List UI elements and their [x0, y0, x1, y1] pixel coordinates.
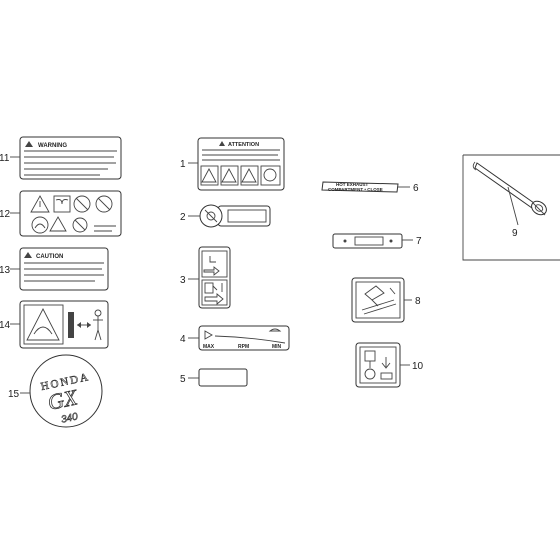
callout-6: 6 [413, 183, 419, 194]
leader-9 [507, 186, 519, 226]
min-label: MIN [272, 344, 282, 350]
callout-10: 10 [412, 361, 424, 372]
keep-distance-decal[interactable] [19, 300, 109, 349]
attention-icon-4 [263, 168, 277, 182]
caution-title: CAUTION [36, 254, 63, 260]
hazard-triangle-icon [30, 195, 50, 213]
callout-2: 2 [180, 212, 186, 223]
wrench-socket [531, 200, 547, 216]
rabbit-icon [204, 330, 213, 340]
callout-3: 3 [180, 275, 186, 286]
speed-curve-icon [214, 335, 286, 344]
choke-decal[interactable] [199, 204, 271, 228]
callout-7: 7 [416, 236, 422, 247]
throttle-speed-decal[interactable]: MAX RPM MIN [198, 325, 290, 351]
arrow-down-icon [381, 357, 391, 369]
exhaust-hazard-icon [49, 216, 67, 232]
oil-level-decal[interactable] [351, 277, 405, 323]
caution-triangle-icon [24, 252, 32, 258]
callout-8: 8 [415, 296, 421, 307]
dipstick-icon [361, 299, 395, 311]
callout-14: 14 [0, 320, 11, 331]
warning-decal[interactable]: WARNING [19, 136, 122, 180]
oil-window-decal[interactable] [332, 233, 403, 249]
callout-5: 5 [180, 374, 186, 385]
rotating-part-hazard-icon [26, 308, 60, 341]
attention-decal[interactable]: ATTENTION [197, 137, 285, 191]
hot-exhaust-line-2: COMPARTMENT • CLOSE [328, 187, 383, 192]
honda-gx340-emblem[interactable]: HONDA GX 340 [29, 354, 103, 428]
caution-decal[interactable]: CAUTION [19, 247, 109, 291]
callout-11: 11 [0, 153, 10, 164]
fuel-pump-icon [204, 282, 214, 294]
max-label: MAX [203, 344, 215, 350]
callout-12: 12 [0, 209, 11, 220]
callout-13: 13 [0, 265, 11, 276]
no-smoking-icon [95, 195, 113, 213]
oil-can-icon [364, 285, 385, 301]
wrench-shaft [474, 162, 535, 209]
window-cutout [354, 236, 384, 246]
safety-pictogram-decal[interactable] [19, 190, 122, 237]
attention-icon-3 [241, 168, 257, 183]
rpm-label: RPM [238, 344, 249, 350]
no-indoor-icon [72, 217, 88, 233]
arrow-left-icon [203, 266, 220, 276]
no-open-flame-icon [73, 195, 91, 213]
turtle-icon [268, 328, 282, 332]
attention-triangle-icon [219, 141, 225, 146]
callout-4: 4 [180, 334, 186, 345]
attention-title: ATTENTION [228, 142, 259, 148]
choke-lever-icon [209, 256, 216, 263]
manual-icon [53, 195, 71, 213]
warning-triangle-icon [25, 141, 33, 147]
tool-frame [462, 154, 560, 261]
switch-decal[interactable] [355, 342, 401, 388]
callout-9: 9 [512, 228, 518, 239]
warning-title: WARNING [38, 143, 67, 149]
machine-block-icon [68, 312, 74, 338]
key-ring-icon [364, 368, 376, 380]
model-number-text: 340 [60, 411, 79, 425]
hot-surface-icon [31, 216, 49, 234]
fuel-valve-decal[interactable] [198, 246, 231, 309]
blank-decal[interactable] [198, 368, 248, 387]
callout-15: 15 [8, 389, 20, 400]
spark-plug-wrench[interactable] [462, 154, 560, 261]
arrow-right-icon [204, 293, 224, 305]
callout-1: 1 [180, 159, 186, 170]
attention-icon-2 [221, 168, 237, 183]
hot-exhaust-decal[interactable]: HOT EXHAUST COMPARTMENT • CLOSE [321, 181, 399, 193]
hot-exhaust-line-1: HOT EXHAUST [336, 182, 369, 187]
attention-icon-1 [201, 168, 217, 183]
